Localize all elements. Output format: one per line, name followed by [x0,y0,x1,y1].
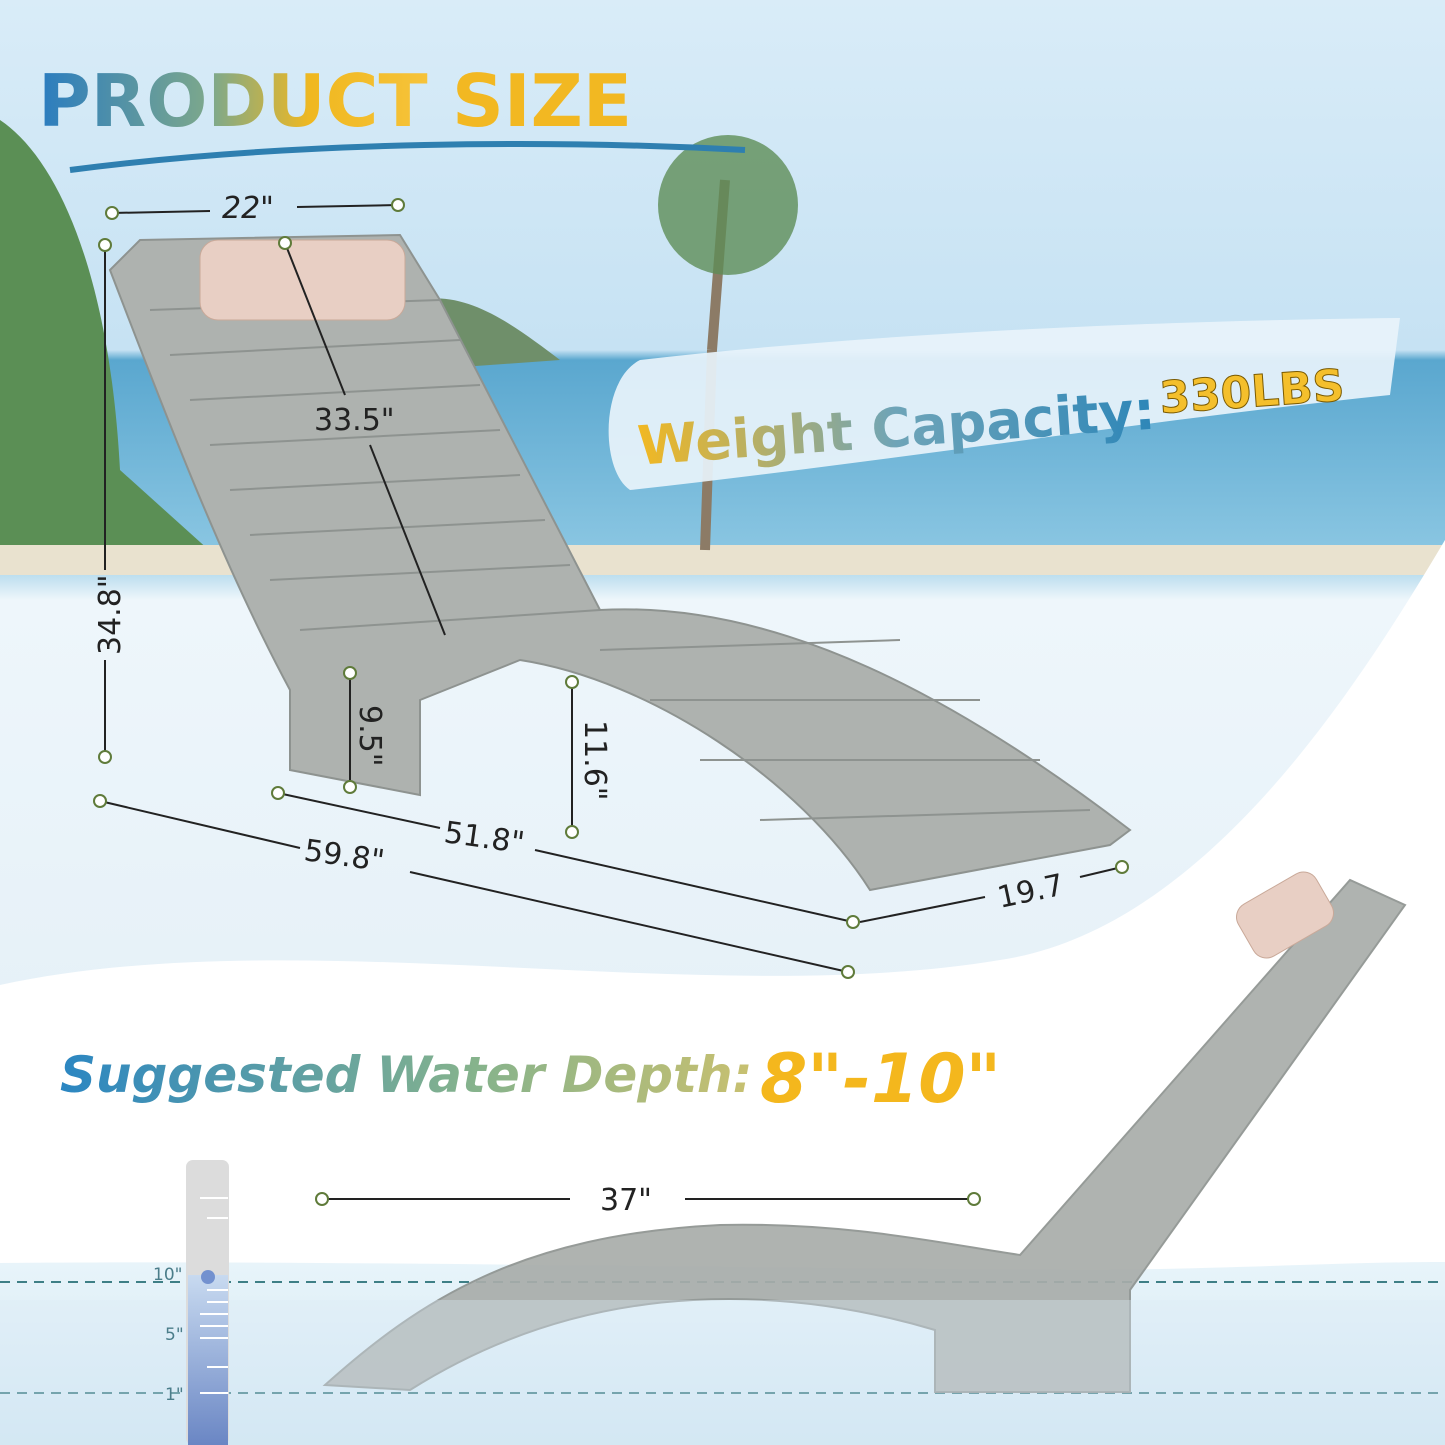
title-swoosh [69,141,746,173]
gauge-tick-5: 5" [165,1325,184,1345]
dimension-endpoints [93,198,1129,1206]
water-depth-label-a: Suggested [60,1046,362,1104]
dim-width: 22" [222,191,274,226]
dim-water-span: 37" [600,1183,652,1218]
dim-front-leg: 9.5" [352,705,387,767]
title-size: SIZE [452,59,632,143]
weight-banner [608,318,1400,490]
sand [0,545,1445,575]
water-depth-label-b: Water Depth: [376,1046,752,1104]
gauge-tick-10: 10" [153,1265,182,1285]
water-depth-value: 8"-10" [760,1040,1001,1119]
tree [0,120,220,560]
title-product: PRODUCT [38,59,428,143]
dim-height: 34.8" [93,574,128,655]
gauge-tick-1: 1" [165,1385,184,1405]
lounge-chair [108,233,1132,892]
pillow [199,239,406,321]
lounge-chair-side [322,871,1407,1393]
depth-gauge: 10" 5" 1" [153,1160,229,1445]
dim-rear-leg: 11.6" [577,720,612,801]
dim-backrest: 33.5" [314,403,395,438]
